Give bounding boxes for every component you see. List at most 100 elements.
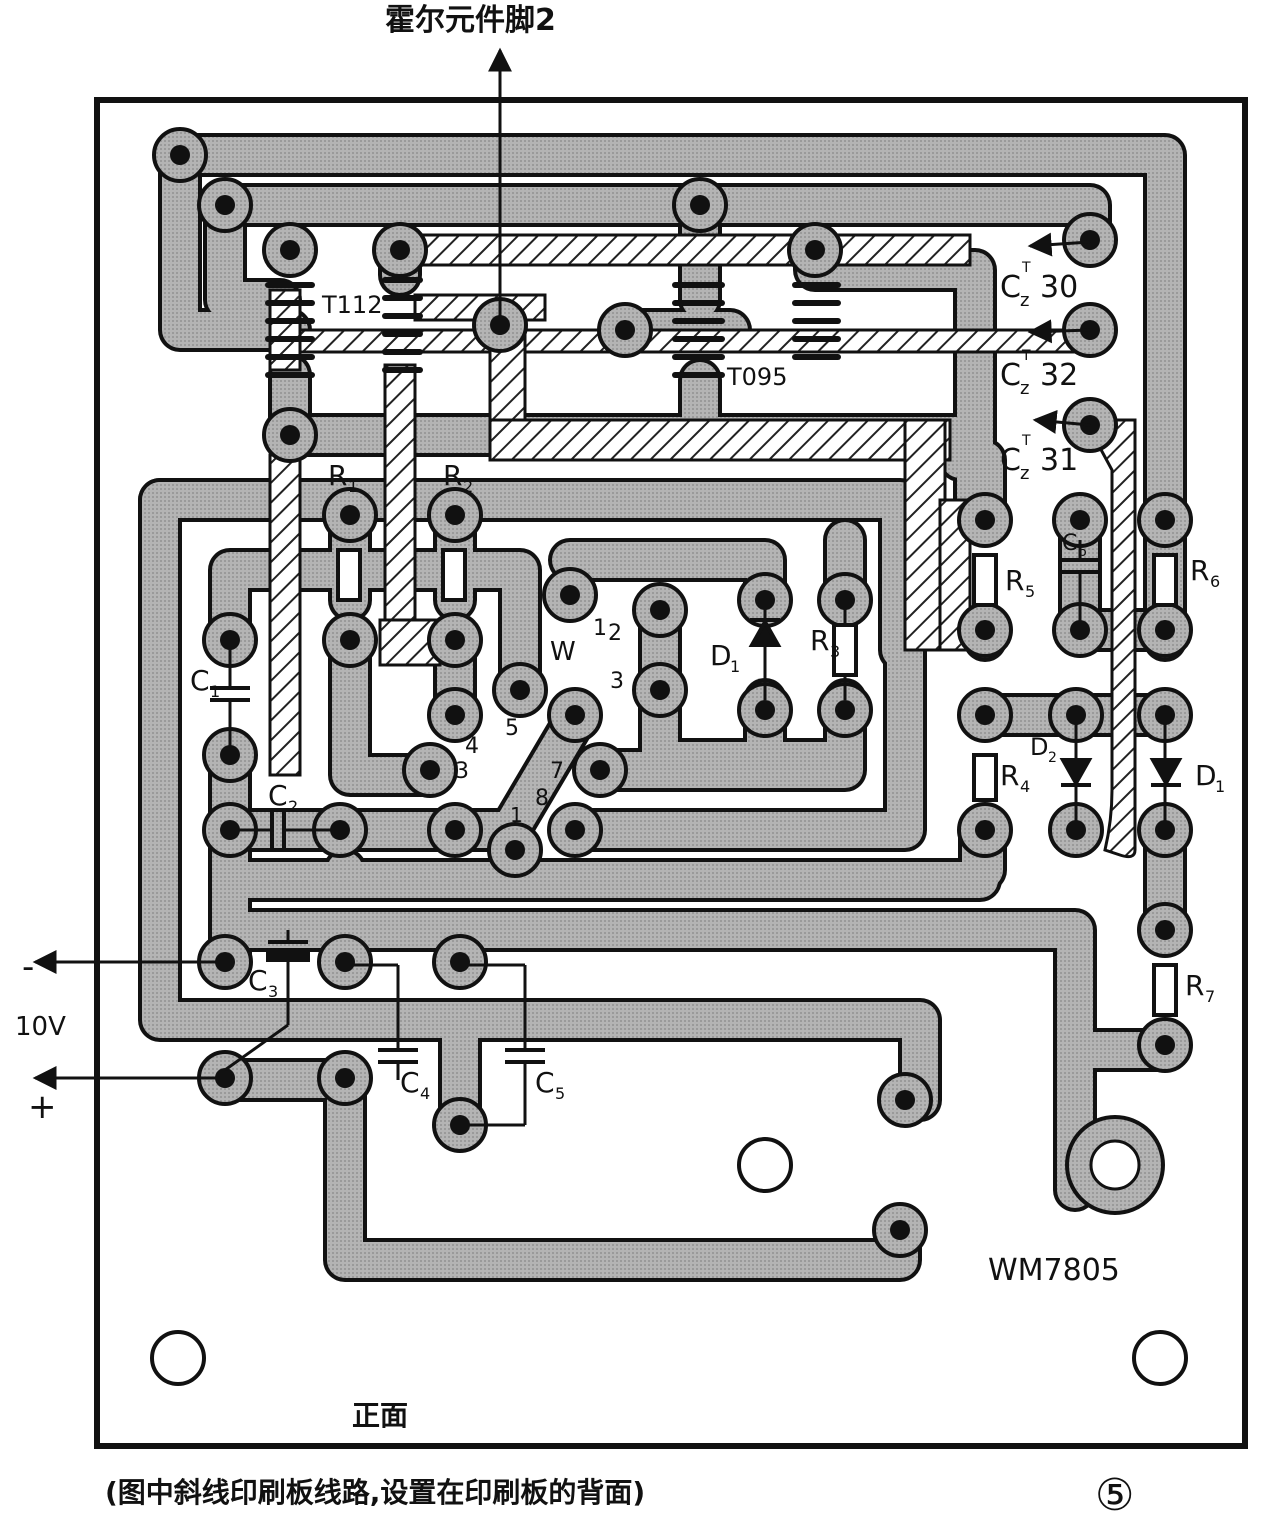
solder-pads [152, 127, 1193, 1258]
svg-text:5: 5 [555, 1084, 565, 1103]
external-leads [32, 47, 1091, 1090]
solder-pad-hole [1155, 620, 1175, 640]
svg-text:R: R [810, 624, 829, 657]
solder-pad-hole [755, 700, 775, 720]
w-pin-1: 1 [593, 616, 607, 641]
w-pin-2: 2 [608, 621, 622, 646]
solder-pad-hole [590, 760, 610, 780]
svg-text:C: C [248, 964, 268, 997]
solder-pad-hole [975, 820, 995, 840]
transformer-coils [265, 277, 841, 378]
c32-arrow [1027, 319, 1091, 344]
svg-text:C: C [1000, 443, 1021, 478]
solder-pad-hole [340, 630, 360, 650]
solder-pad-hole [805, 240, 825, 260]
solder-pad-hole [1066, 705, 1086, 725]
solder-pad-hole [615, 320, 635, 340]
solder-pad-hole [170, 145, 190, 165]
power-plus-label: + [28, 1087, 57, 1127]
diagram-title: 霍尔元件脚2 [385, 3, 556, 38]
solder-pad-hole [1155, 920, 1175, 940]
svg-text:D: D [1030, 733, 1048, 761]
svg-text:T: T [1021, 348, 1031, 364]
svg-text:C: C [400, 1066, 420, 1099]
solder-pad-hole [650, 680, 670, 700]
svg-text:z: z [1020, 378, 1029, 399]
ic-pin-5: 5 [505, 716, 519, 741]
solder-pad-hole [280, 240, 300, 260]
svg-text:C: C [190, 664, 210, 697]
solder-pad-hole [1080, 230, 1100, 250]
c30-arrow [1027, 232, 1091, 257]
connector-c32-label: C z T 32 [1000, 348, 1078, 399]
side-label: 正面 [352, 1399, 408, 1432]
power-minus-label: - [22, 947, 34, 987]
transformer-T112-label: T112 [321, 291, 382, 319]
ic-pin-4: 4 [465, 734, 479, 759]
solder-pad-hole [565, 820, 585, 840]
svg-text:R: R [1000, 759, 1019, 792]
label-D1-left: D1 [710, 639, 740, 676]
solder-pad-hole [445, 505, 465, 525]
solder-pad-hole [1155, 705, 1175, 725]
hole-bottom-left [150, 1330, 206, 1386]
solder-pad-hole [690, 195, 710, 215]
resistor-R2 [441, 548, 467, 602]
solder-pad-hole [895, 1090, 915, 1110]
connector-c30-label: C z T 30 [1000, 260, 1078, 311]
svg-text:D: D [1195, 759, 1217, 792]
svg-text:C: C [1000, 270, 1021, 305]
svg-text:2: 2 [288, 797, 298, 816]
ic-pin-3: 3 [455, 759, 469, 784]
label-D1-right: D1 [1195, 759, 1225, 796]
solder-pad-hole [450, 952, 470, 972]
svg-text:R: R [1190, 554, 1209, 587]
solder-pad-hole [220, 745, 240, 765]
caption: (图中斜线印刷板线路,设置在印刷板的背面) [105, 1476, 645, 1509]
solder-pad-hole [445, 630, 465, 650]
svg-text:1: 1 [1215, 777, 1225, 796]
hole-top-mid [737, 1137, 793, 1193]
solder-pad-hole [835, 700, 855, 720]
solder-pad-hole [975, 705, 995, 725]
solder-pad-hole [975, 510, 995, 530]
svg-text:1: 1 [348, 477, 358, 496]
svg-text:C: C [1000, 358, 1021, 393]
svg-text:7: 7 [1205, 987, 1215, 1006]
solder-pad-hole [1155, 1035, 1175, 1055]
svg-text:31: 31 [1040, 443, 1078, 478]
label-W: W [550, 637, 576, 667]
solder-pad-hole [215, 195, 235, 215]
solder-pad-hole [420, 760, 440, 780]
board-code: WM7805 [988, 1253, 1120, 1288]
svg-text:R: R [1185, 969, 1204, 1002]
solder-pad-hole [565, 705, 585, 725]
svg-text:z: z [1020, 290, 1029, 311]
solder-pad-hole [1155, 510, 1175, 530]
c31-arrow [1032, 410, 1091, 434]
solder-pad-hole [560, 585, 580, 605]
svg-text:4: 4 [420, 1084, 430, 1103]
solder-pad-hole [510, 680, 530, 700]
ic-pin-7: 7 [550, 759, 564, 784]
svg-text:C: C [1062, 531, 1077, 556]
svg-text:T: T [1021, 260, 1031, 276]
solder-pad-hole [975, 620, 995, 640]
solder-pad-hole [445, 820, 465, 840]
svg-text:5: 5 [1025, 582, 1035, 601]
svg-text:2: 2 [1048, 750, 1057, 766]
